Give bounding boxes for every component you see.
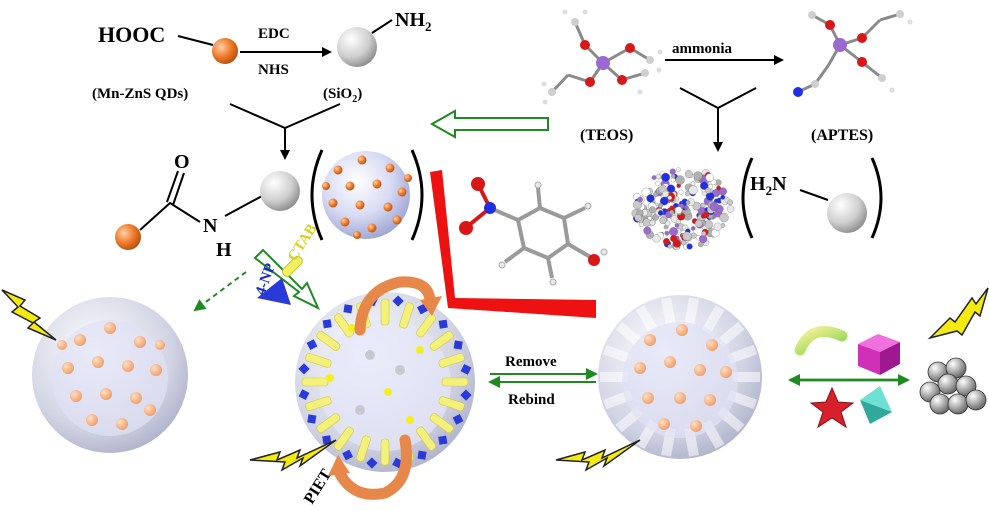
aptes-polymer-cluster — [631, 167, 735, 251]
left-paren-2 — [741, 157, 754, 239]
red-wedge — [430, 170, 596, 318]
remove-label: Remove — [505, 354, 557, 370]
amide-conjugate: O N H — [115, 149, 424, 261]
hollow-arrow-diagonal — [253, 248, 321, 311]
conjugate-qd — [115, 224, 141, 250]
conjugate-silica — [260, 171, 300, 211]
aminated-silica-bracket: H2N — [741, 157, 883, 239]
right-paren-1 — [410, 149, 424, 241]
teos-label: (TEOS) — [580, 127, 633, 144]
np-cone-icon — [257, 278, 291, 305]
red-star-icon — [809, 386, 855, 429]
edc-label: EDC — [258, 26, 290, 42]
ctab-label: CTAB — [285, 221, 321, 264]
amide-h-label: H — [216, 239, 232, 261]
magenta-cube-icon — [858, 334, 900, 375]
curved-rod-icon — [794, 325, 848, 356]
interferent-shapes — [794, 325, 900, 429]
qd-silica-sphere — [32, 297, 188, 453]
amide-bonds — [139, 201, 201, 231]
h2n-label: H2N — [750, 173, 787, 198]
left-paren-1 — [310, 149, 324, 241]
sio2-label: (SiO2) — [323, 86, 362, 105]
hooc-bond — [177, 35, 214, 46]
amide-o-label: O — [174, 151, 190, 173]
lightning-icon — [249, 439, 337, 472]
right-paren-2 — [870, 157, 883, 239]
teos-molecule — [541, 9, 663, 105]
aptes-molecule — [793, 10, 913, 97]
lightning-icon — [1, 289, 57, 341]
merge-arrow — [229, 103, 341, 158]
nh2-label: NH2 — [395, 9, 432, 34]
imprinted-sphere — [295, 292, 475, 472]
lightning-icon — [927, 287, 989, 340]
teal-pyramid-icon — [860, 386, 892, 424]
lightning-icon — [555, 439, 641, 472]
aminated-silica-sphere — [827, 193, 867, 233]
piet-arrow-bottom — [332, 434, 412, 500]
amine-bond — [371, 19, 393, 34]
nhs-label: NHS — [258, 62, 289, 78]
amide-n-label: N — [203, 215, 218, 237]
qd-sphere — [212, 38, 238, 64]
aptes-label: (APTES) — [811, 127, 873, 144]
decorated-sphere — [322, 151, 410, 239]
mnzns-label: (Mn-ZnS QDs) — [92, 86, 188, 102]
silane-reaction: ammonia (TEOS) (APTES) — [541, 9, 913, 151]
ctab-rod-icon — [281, 255, 303, 277]
silane-merge-arrow — [679, 87, 757, 150]
hooc-label: HOOC — [98, 22, 165, 47]
hollow-arrow-left — [429, 109, 549, 139]
aggregate-ball-cluster — [919, 357, 987, 415]
piet-arrow-top — [354, 276, 436, 336]
ammonia-label: ammonia — [672, 41, 733, 57]
dashed-arrow — [193, 271, 247, 312]
rebind-label: Rebind — [508, 392, 555, 408]
nitrophenol-molecule — [459, 177, 608, 286]
coupling-reaction: HOOC EDC NHS NH2 (Mn-ZnS QDs) (SiO2) — [92, 9, 432, 158]
surface-qds — [322, 155, 412, 239]
silica-sphere — [337, 27, 377, 67]
template-free-sphere — [598, 295, 762, 459]
